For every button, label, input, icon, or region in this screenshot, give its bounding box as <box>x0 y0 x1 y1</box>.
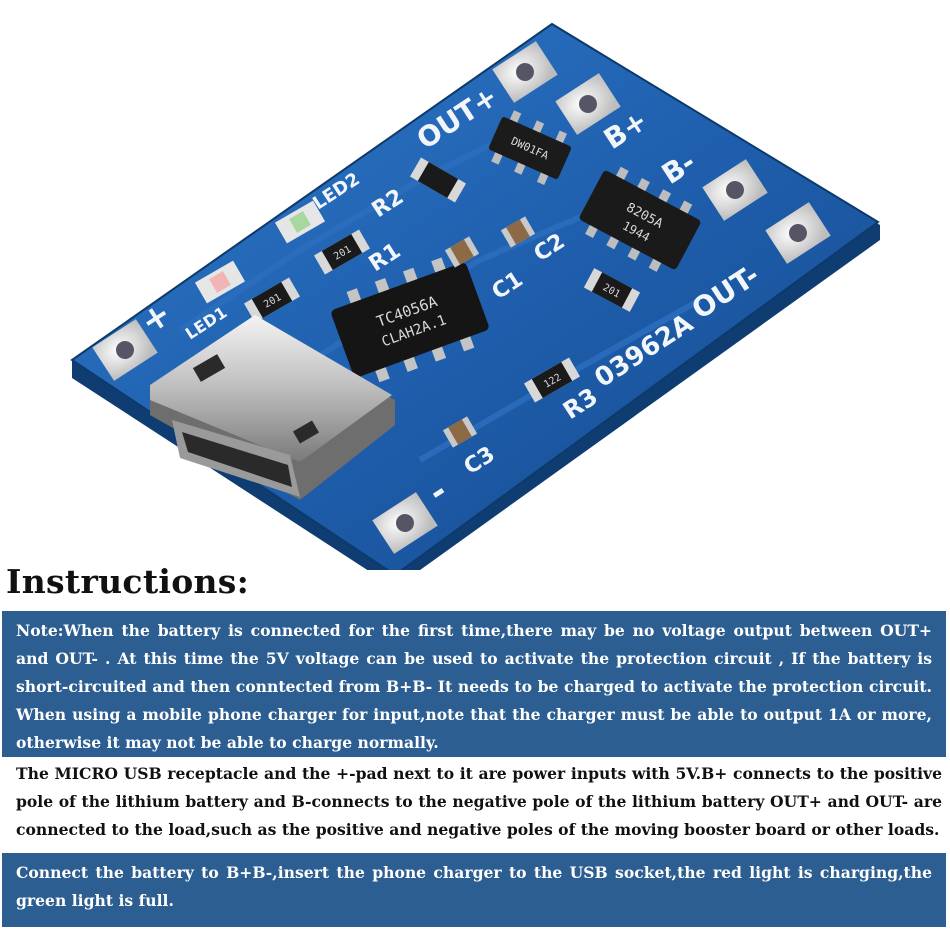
capacitors <box>442 216 536 448</box>
led-1 <box>194 260 246 304</box>
micro-usb-port <box>150 315 395 500</box>
description-section: The MICRO USB receptacle and the +-pad n… <box>16 760 942 844</box>
resistor-led1: 201 <box>243 277 301 323</box>
chip-dw01: DW01FA <box>488 110 572 185</box>
solder-pads <box>92 41 831 554</box>
note-text: Note:When the battery is connected for t… <box>16 621 932 752</box>
connect-text: Connect the battery to B+B-,insert the p… <box>16 863 932 910</box>
note-box: Note:When the battery is connected for t… <box>2 611 946 757</box>
resistors: 201 201 201 122 <box>243 157 641 403</box>
led-2 <box>274 200 326 244</box>
connect-box: Connect the battery to B+B-,insert the p… <box>2 853 946 927</box>
description-text: The MICRO USB receptacle and the +-pad n… <box>16 764 942 839</box>
chip-8205a: 8205A 1944 <box>579 166 701 272</box>
instructions-title: Instructions: <box>6 562 250 601</box>
resistor-r1: 201 <box>313 229 371 275</box>
resistor-r3: 122 <box>523 357 581 403</box>
resistor-r2 <box>409 157 467 203</box>
charger-board-photo: DW01FA 8205A 1944 TC4056A CLAH2A.1 201 2… <box>70 22 880 570</box>
resistor-r4: 201 <box>583 268 641 312</box>
chip-tc4056a: TC4056A CLAH2A.1 <box>331 257 489 383</box>
